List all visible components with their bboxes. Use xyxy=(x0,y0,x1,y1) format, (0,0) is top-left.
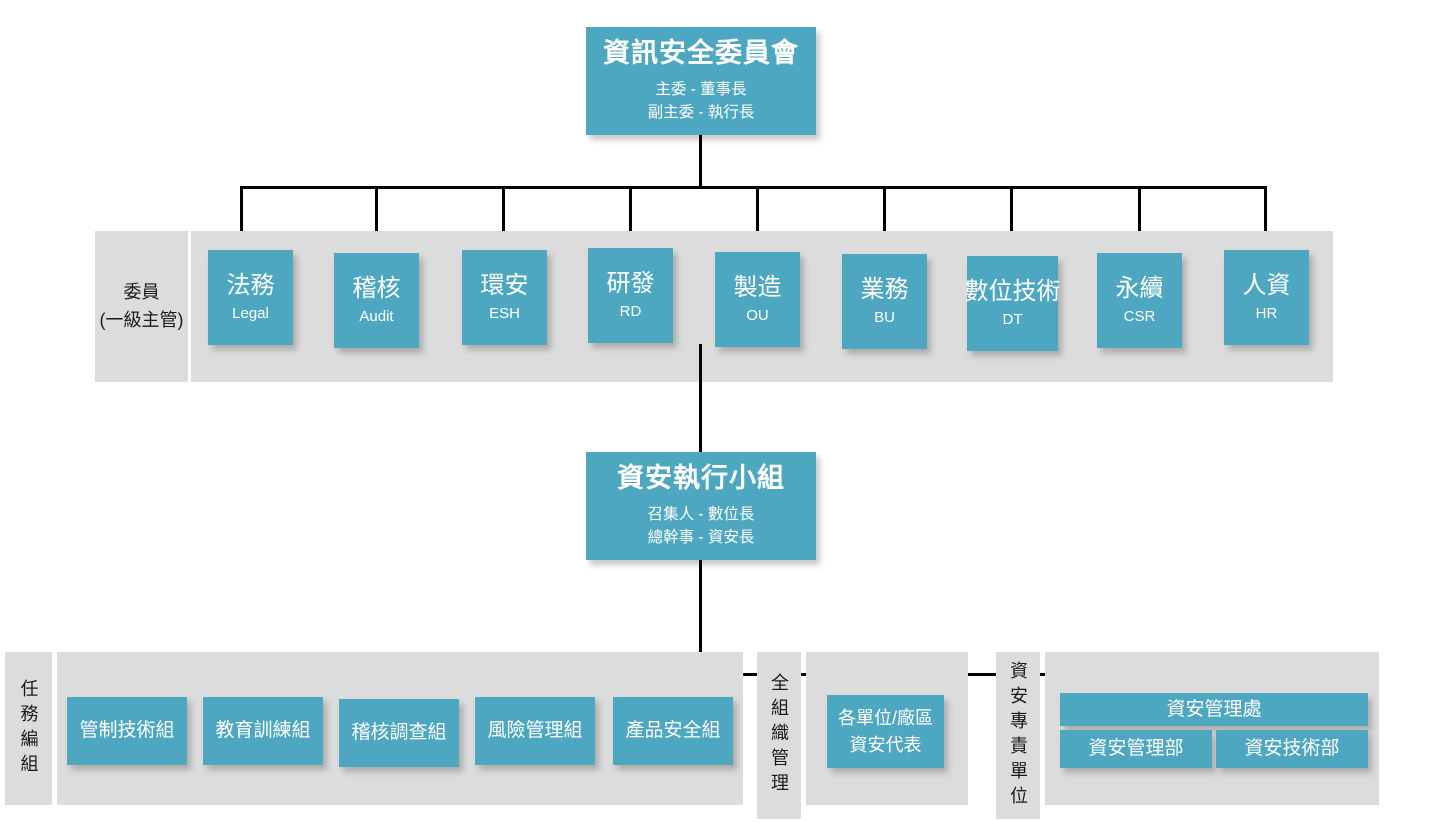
connector-drop-hr xyxy=(1264,186,1267,250)
node-label-en: DT xyxy=(1002,310,1023,328)
node-committee-ou[interactable]: 製造 OU xyxy=(715,252,800,347)
connector-drop-rd xyxy=(629,186,632,248)
dedicated-unit-label: 資安專責單位 xyxy=(1008,660,1028,811)
node-label-cn: 稽核調查組 xyxy=(351,722,447,744)
node-label-cn: 數位技術 xyxy=(964,277,1061,305)
node-label-cn: 人資 xyxy=(1242,271,1291,299)
node-label-cn: 資安管理部 xyxy=(1088,738,1184,760)
node-task-audit-investigation[interactable]: 稽核調查組 xyxy=(339,699,459,767)
node-subtitle: 召集人 - 數位長 總幹事 - 資安長 xyxy=(647,505,755,547)
node-label-cn: 永續 xyxy=(1115,274,1164,302)
node-label-cn: 法務 xyxy=(226,271,275,299)
node-label-cn: 環安 xyxy=(480,271,529,299)
node-site-security-representative[interactable]: 各單位/廠區 資安代表 xyxy=(827,695,944,768)
node-label-en: OU xyxy=(746,306,769,324)
task-group-label-panel: 任務編組 xyxy=(5,652,52,805)
connector-committee-to-exec xyxy=(699,344,702,454)
task-group-label: 任務編組 xyxy=(18,678,39,779)
connector-committee-bus xyxy=(240,186,1266,189)
node-committee-bu[interactable]: 業務 BU xyxy=(842,254,927,349)
node-label-cn: 管制技術組 xyxy=(79,720,175,742)
dedicated-unit-label-panel: 資安專責單位 xyxy=(996,652,1040,819)
node-task-risk-management[interactable]: 風險管理組 xyxy=(475,697,595,765)
node-committee-audit[interactable]: 稽核 Audit xyxy=(334,253,419,348)
node-committee-csr[interactable]: 永續 CSR xyxy=(1097,253,1182,348)
node-label-en: ESH xyxy=(489,304,520,322)
node-security-management-dept[interactable]: 資安管理部 xyxy=(1060,730,1212,768)
connector-drop-esh xyxy=(502,186,505,250)
node-task-education-training[interactable]: 教育訓練組 xyxy=(203,697,323,765)
node-committee-esh[interactable]: 環安 ESH xyxy=(462,250,547,345)
connector-drop-bu xyxy=(883,186,886,254)
node-title: 資訊安全委員會 xyxy=(603,37,799,68)
connector-drop-csr xyxy=(1138,186,1141,253)
node-label-cn: 各單位/廠區 資安代表 xyxy=(837,708,933,755)
node-security-technology-dept[interactable]: 資安技術部 xyxy=(1216,730,1368,768)
node-subtitle: 主委 - 董事長 副主委 - 執行長 xyxy=(647,80,755,122)
node-title: 資安執行小組 xyxy=(617,462,785,493)
node-task-control-technology[interactable]: 管制技術組 xyxy=(67,697,187,765)
org-wide-label: 全組織管理 xyxy=(769,673,789,798)
node-committee-dt[interactable]: 數位技術 DT xyxy=(964,256,1061,351)
node-label-en: BU xyxy=(874,308,895,326)
node-security-execution-team[interactable]: 資安執行小組 召集人 - 數位長 總幹事 - 資安長 xyxy=(586,452,816,560)
connector-drop-dt xyxy=(1010,186,1013,256)
connector-exec-stem xyxy=(699,560,702,675)
node-information-security-committee[interactable]: 資訊安全委員會 主委 - 董事長 副主委 - 執行長 xyxy=(586,27,816,135)
node-label-cn: 產品安全組 xyxy=(625,720,721,742)
connector-drop-audit xyxy=(375,186,378,253)
dedicated-unit-band xyxy=(1045,652,1379,805)
node-committee-legal[interactable]: 法務 Legal xyxy=(208,250,293,345)
org-wide-label-panel: 全組織管理 xyxy=(757,652,801,819)
connector-top-stem xyxy=(699,135,702,188)
node-label-cn: 業務 xyxy=(860,275,909,303)
node-label-cn: 研發 xyxy=(606,269,655,297)
connector-drop-legal xyxy=(240,186,243,250)
node-label-en: Legal xyxy=(232,304,269,322)
node-label-cn: 教育訓練組 xyxy=(215,720,311,742)
node-label-cn: 製造 xyxy=(733,273,782,301)
node-label-en: CSR xyxy=(1123,307,1156,325)
node-label-en: Audit xyxy=(359,307,394,325)
node-committee-hr[interactable]: 人資 HR xyxy=(1224,250,1309,345)
committee-label-line2: (一級主管) xyxy=(99,309,184,330)
committee-label-line1: 委員 xyxy=(123,281,160,302)
committee-label-panel: 委員 (一級主管) xyxy=(95,231,188,382)
node-label-cn: 風險管理組 xyxy=(487,720,583,742)
node-label-cn: 資安技術部 xyxy=(1244,738,1340,760)
node-label-en: RD xyxy=(619,302,642,320)
node-task-product-safety[interactable]: 產品安全組 xyxy=(613,697,733,765)
node-label-en: HR xyxy=(1255,304,1278,322)
node-label-cn: 資安管理處 xyxy=(1166,698,1262,720)
connector-drop-ou xyxy=(756,186,759,252)
node-security-management-division[interactable]: 資安管理處 xyxy=(1060,693,1368,726)
node-committee-rd[interactable]: 研發 RD xyxy=(588,248,673,343)
node-label-cn: 稽核 xyxy=(352,274,401,302)
